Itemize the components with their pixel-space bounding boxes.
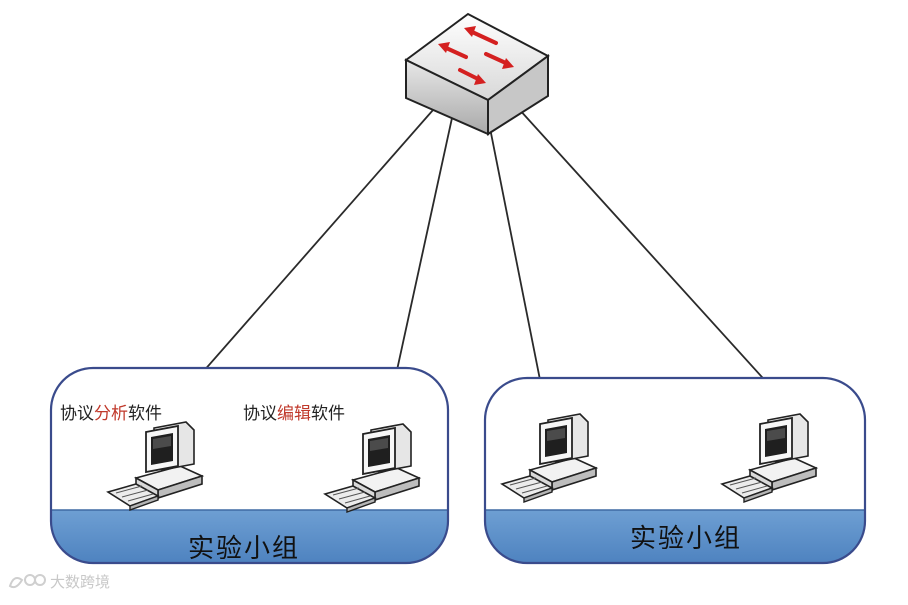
- label-highlight: 编辑: [277, 404, 311, 424]
- link-switch-pc3: [487, 117, 547, 411]
- label-highlight: 分析: [94, 404, 128, 424]
- group-label-right: 实验小组: [630, 524, 743, 554]
- label-prefix: 协议: [60, 404, 94, 424]
- label-prefix: 协议: [243, 404, 277, 424]
- network-switch-icon: [404, 12, 550, 136]
- link-switch-pc4: [517, 107, 791, 409]
- experiment-group-left: [49, 366, 450, 565]
- label-suffix: 软件: [311, 404, 345, 424]
- group-label-left: 实验小组: [188, 534, 301, 564]
- watermark-logo-icon: [8, 574, 46, 589]
- label-suffix: 软件: [128, 404, 162, 424]
- link-switch-pc1: [165, 109, 434, 415]
- watermark-text: 大数跨境: [50, 573, 111, 591]
- network-links: [165, 107, 791, 417]
- pc-label-protocol-editing: 协议编辑软件: [243, 399, 345, 424]
- pc-label-protocol-analysis: 协议分析软件: [60, 399, 162, 424]
- link-switch-pc2: [386, 117, 453, 417]
